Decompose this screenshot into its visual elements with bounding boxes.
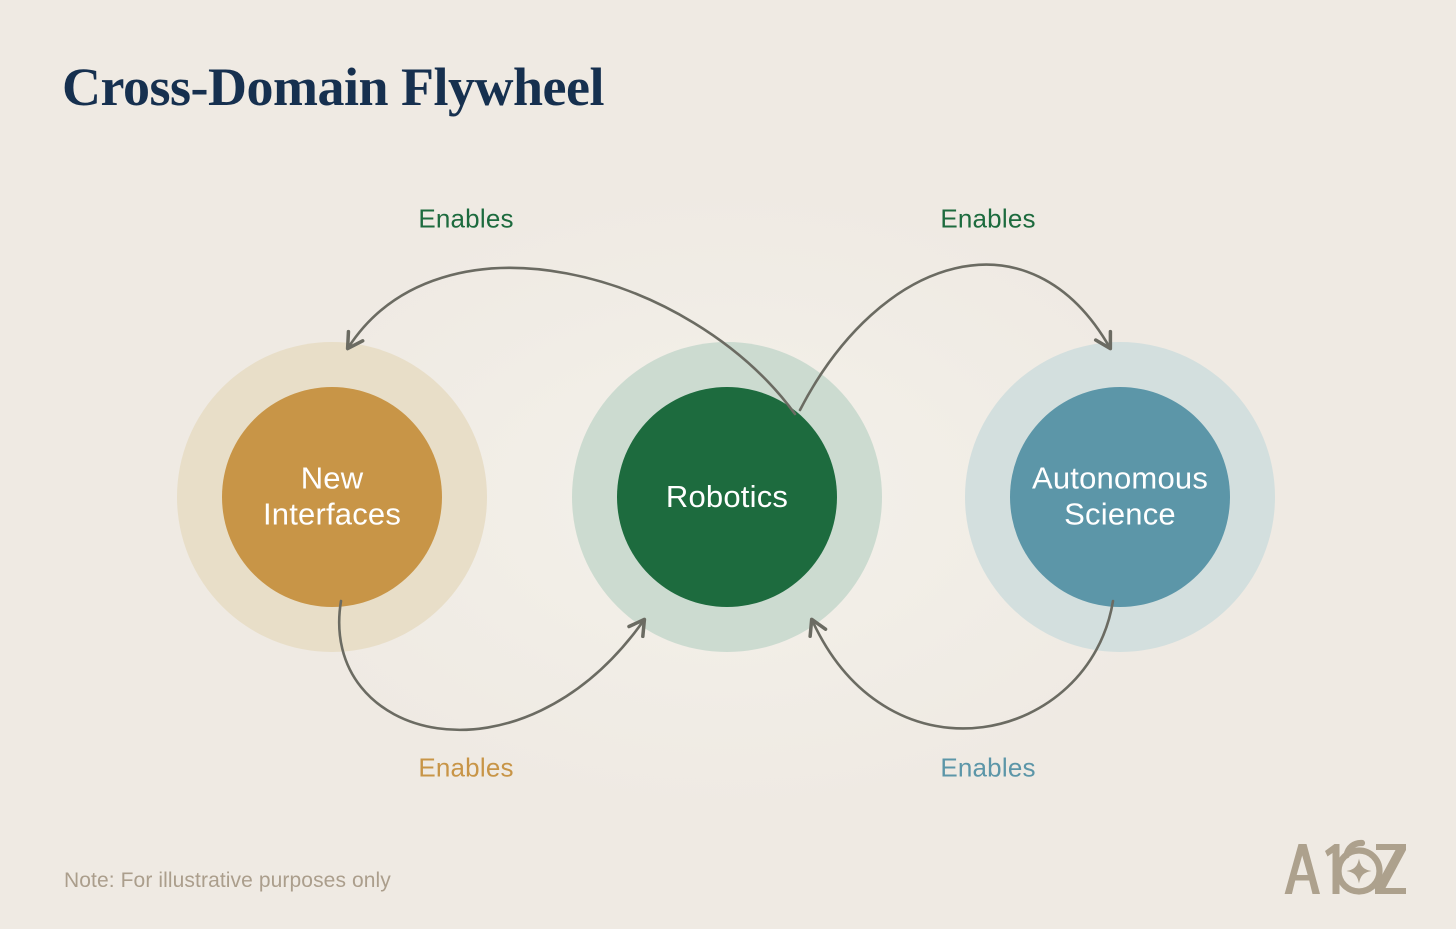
edge-label-new-interfaces-to-robotics: Enables: [418, 752, 514, 783]
edge-label-autonomous-science-to-robotics: Enables: [940, 203, 1036, 234]
node-circle-new-interfaces[interactable]: [222, 387, 442, 607]
arrow-robotics-to-autonomous-science: [808, 599, 1115, 730]
footnote: Note: For illustrative purposes only: [64, 869, 391, 892]
arrow-autonomous-science-to-robotics: [798, 263, 1113, 412]
edge-label-robotics-to-new-interfaces: Enables: [418, 203, 514, 234]
arrow-new-interfaces-to-robotics: [337, 599, 647, 732]
node-circle-autonomous-science[interactable]: [1010, 387, 1230, 607]
arrow-robotics-to-new-interfaces: [345, 266, 797, 416]
a16z-logo: [1284, 839, 1406, 895]
page-title: Cross-Domain Flywheel: [62, 57, 604, 117]
edge-label-robotics-to-autonomous-science: Enables: [940, 752, 1036, 783]
node-circle-robotics[interactable]: [617, 387, 837, 607]
